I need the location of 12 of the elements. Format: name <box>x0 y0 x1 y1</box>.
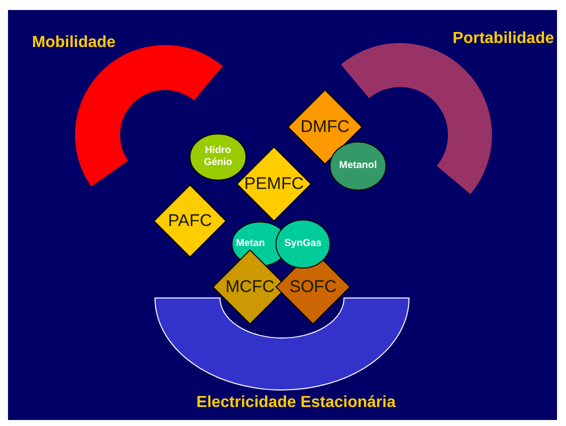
node-label: PAFC <box>168 211 212 231</box>
node-label: Metan <box>236 238 265 250</box>
category-heading: Portabilidade <box>452 30 554 48</box>
category-heading: Electricidade Estacionária <box>195 394 397 412</box>
category-heading: Mobilidade <box>32 34 116 52</box>
node-label: SOFC <box>289 277 337 297</box>
node-label: Hidro Génio <box>202 145 234 169</box>
node-label: SynGas <box>283 238 323 250</box>
node-label: MCFC <box>225 277 275 297</box>
node-label: PEMFC <box>244 174 304 194</box>
node-label: Metanol <box>338 160 378 172</box>
node-label: DMFC <box>300 117 350 137</box>
